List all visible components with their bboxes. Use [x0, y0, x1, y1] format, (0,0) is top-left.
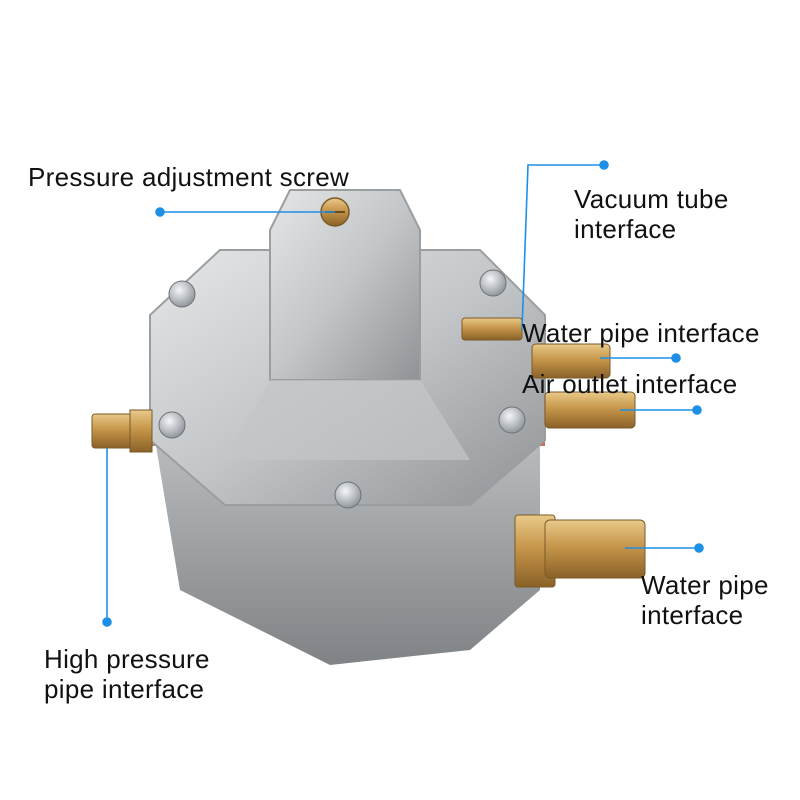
- label-water-pipe-interface-upper: Water pipe interface: [522, 318, 760, 348]
- label-high-pressure-line1: High pressure: [44, 644, 210, 674]
- label-water-pipe-interface-lower: Water pipe interface: [641, 570, 769, 630]
- label-water-lower-line1: Water pipe: [641, 570, 769, 600]
- label-vacuum-line1: Vacuum tube: [574, 184, 729, 214]
- bolt-mid-left: [158, 411, 186, 439]
- vacuum-tube-fitting: [461, 317, 523, 341]
- label-vacuum-line2: interface: [574, 214, 677, 244]
- label-pressure-adjustment-screw: Pressure adjustment screw: [28, 162, 350, 192]
- callout-line-vacuum: [521, 164, 604, 331]
- water-pipe-upper-fitting: [531, 343, 611, 379]
- label-water-lower-line2: interface: [641, 600, 744, 630]
- bolt-top-left: [168, 280, 196, 308]
- bolt-mid-right: [498, 406, 526, 434]
- label-high-pressure-line2: pipe interface: [44, 674, 205, 704]
- bolt-bottom: [334, 481, 362, 509]
- bolt-top-right: [479, 269, 507, 297]
- label-high-pressure-pipe-interface: High pressure pipe interface: [44, 644, 210, 704]
- label-air-outlet-interface: Air outlet interface: [522, 369, 738, 399]
- label-vacuum-tube-interface: Vacuum tube interface: [574, 184, 729, 244]
